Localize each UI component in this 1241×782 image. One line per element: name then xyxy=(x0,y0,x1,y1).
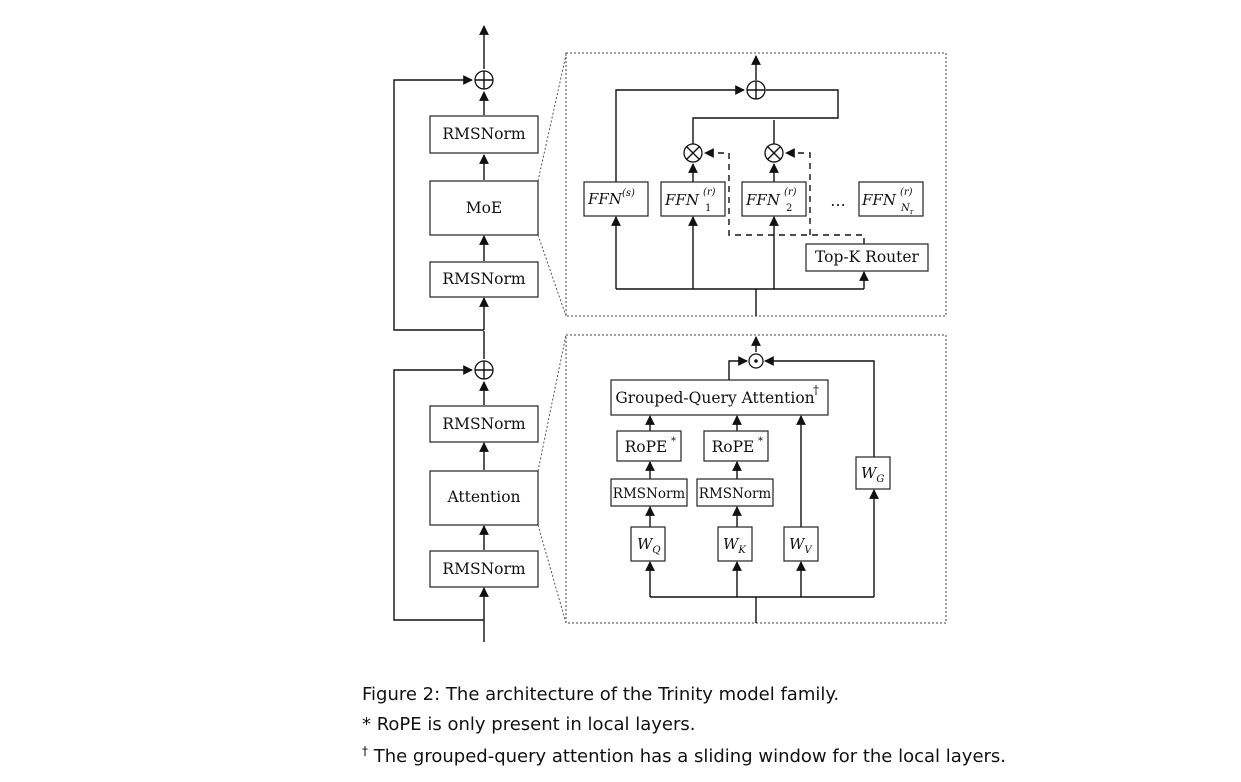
svg-text:FFN: FFN xyxy=(745,191,781,209)
moe-rmsnorm-top: RMSNorm xyxy=(429,115,539,154)
rope-q: RoPE * xyxy=(616,430,682,462)
rope-k: RoPE * xyxy=(703,430,769,462)
figure-caption: Figure 2: The architecture of the Trinit… xyxy=(362,684,840,705)
svg-text:WG: WG xyxy=(861,464,884,485)
svg-text:MoE: MoE xyxy=(466,199,503,217)
svg-text:Grouped-Query Attention: Grouped-Query Attention xyxy=(615,389,814,407)
moe-box: MoE xyxy=(429,180,539,236)
svg-text:RMSNorm: RMSNorm xyxy=(442,415,525,433)
grouped-query-attention: Grouped-Query Attention † xyxy=(610,379,829,416)
rmsnorm-k: RMSNorm xyxy=(696,478,774,507)
svg-text:FFN(s): FFN(s) xyxy=(587,188,635,208)
svg-text:(r): (r) xyxy=(900,187,913,198)
svg-text:N: N xyxy=(900,203,911,214)
svg-text:WQ: WQ xyxy=(637,535,661,556)
svg-text:RMSNorm: RMSNorm xyxy=(442,125,525,143)
attention-detail-panel: Grouped-Query Attention † RoPE * RoPE * … xyxy=(565,334,947,624)
wq-projection: WQ xyxy=(630,526,666,562)
svg-text:2: 2 xyxy=(786,203,792,214)
svg-text:(r): (r) xyxy=(784,187,797,198)
moe-rmsnorm-bottom: RMSNorm xyxy=(429,261,539,298)
gate-multiply xyxy=(748,353,764,369)
svg-text:WK: WK xyxy=(723,535,746,556)
footnote-gqa: † The grouped-query attention has a slid… xyxy=(362,744,1007,767)
svg-text:1: 1 xyxy=(705,203,711,214)
moe-detail-panel: FFN(s) FFN (r) 1 FFN (r) 2 … FFN (r) N r… xyxy=(565,52,947,317)
experts-ellipsis: … xyxy=(830,192,846,210)
wv-projection: WV xyxy=(783,526,819,562)
wk-projection: WK xyxy=(717,526,753,562)
routed-expert-1: FFN (r) 1 xyxy=(660,181,726,217)
svg-text:RMSNorm: RMSNorm xyxy=(442,270,525,288)
svg-text:RoPE: RoPE xyxy=(625,438,668,456)
svg-text:Top-K Router: Top-K Router xyxy=(815,248,920,266)
svg-text:*: * xyxy=(671,436,676,447)
svg-text:r: r xyxy=(910,208,914,216)
attention-rmsnorm-bottom: RMSNorm xyxy=(429,550,539,588)
attention-box: Attention xyxy=(429,470,539,526)
zoom-connectors xyxy=(537,54,567,624)
routed-expert-2: FFN (r) 2 xyxy=(741,181,807,217)
svg-text:RMSNorm: RMSNorm xyxy=(442,560,525,578)
footnote-rope: * RoPE is only present in local layers. xyxy=(362,714,696,735)
svg-text:RoPE: RoPE xyxy=(712,438,755,456)
residual-add-bottom xyxy=(474,360,494,380)
svg-text:FFN: FFN xyxy=(861,191,897,209)
moe-output-add xyxy=(746,80,766,100)
svg-text:(r): (r) xyxy=(703,187,716,198)
rmsnorm-q: RMSNorm xyxy=(610,478,688,507)
svg-text:*: * xyxy=(758,436,763,447)
attention-decoder-block: RMSNorm Attention RMSNorm xyxy=(393,331,539,642)
routing-multiplier-2 xyxy=(764,143,784,163)
architecture-diagram: RMSNorm MoE RMSNorm RMSNorm Attention xyxy=(393,25,947,642)
routing-multiplier-1 xyxy=(683,143,703,163)
routed-expert-n: FFN (r) N r xyxy=(858,181,924,217)
svg-text:Attention: Attention xyxy=(446,488,520,506)
svg-text:†: † xyxy=(813,383,819,397)
top-k-router: Top-K Router xyxy=(805,243,929,272)
moe-decoder-block: RMSNorm MoE RMSNorm xyxy=(393,25,539,331)
wg-projection: WG xyxy=(855,456,891,490)
svg-text:RMSNorm: RMSNorm xyxy=(699,486,772,502)
svg-text:WV: WV xyxy=(789,535,813,556)
svg-text:FFN: FFN xyxy=(664,191,700,209)
shared-expert: FFN(s) xyxy=(583,181,649,217)
residual-add-top xyxy=(474,70,494,90)
attention-rmsnorm-top: RMSNorm xyxy=(429,405,539,443)
svg-text:RMSNorm: RMSNorm xyxy=(613,486,686,502)
